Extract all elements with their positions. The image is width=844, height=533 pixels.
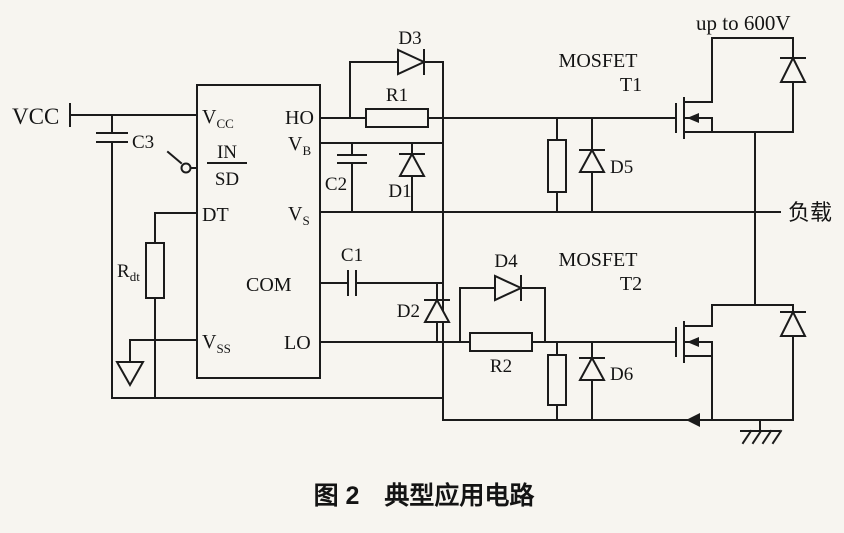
pin-label-lo: LO bbox=[284, 332, 311, 354]
freewheel-d-t1-triangle bbox=[779, 55, 807, 83]
mosfet-t1-type: MOSFET bbox=[559, 50, 638, 72]
ic-driver: VCC IN SD DT VSS HO VB VS COM LO bbox=[166, 84, 321, 379]
diode-d6-label: D6 bbox=[610, 364, 633, 385]
capacitor-c2-label: C2 bbox=[325, 174, 347, 195]
diode-d2-label: D2 bbox=[397, 301, 420, 322]
freewheel-d-t2-triangle bbox=[779, 309, 807, 337]
hv-bus: up to 600V bbox=[696, 11, 794, 39]
diode-d5-triangle bbox=[578, 147, 606, 173]
diode-d1-label: D1 bbox=[388, 181, 411, 202]
diode-d5-label: D5 bbox=[610, 157, 633, 178]
vb-path: C2 D1 bbox=[319, 142, 444, 213]
diode-d1-triangle bbox=[398, 151, 426, 177]
freewheel-diode-t1 bbox=[779, 37, 807, 133]
resistor-r2-label: R2 bbox=[490, 356, 512, 377]
pin-label-vs: VS bbox=[288, 203, 310, 228]
resistor-rdt-label: Rdt bbox=[117, 261, 140, 284]
com-return-rails bbox=[111, 61, 794, 427]
capacitor-c3: C3 bbox=[96, 114, 154, 399]
t2-body-arrow bbox=[687, 337, 699, 347]
power-input: VCC bbox=[12, 103, 198, 129]
resistor-rdt: Rdt bbox=[117, 212, 198, 399]
pin-label-ho: HO bbox=[285, 107, 314, 129]
ic-body bbox=[196, 84, 321, 379]
mosfet-t2-type: MOSFET bbox=[559, 249, 638, 271]
vss-ground bbox=[115, 339, 198, 388]
resistor-r2-body bbox=[469, 332, 533, 352]
t1-body-arrow bbox=[687, 113, 699, 123]
diode-d4-triangle bbox=[494, 274, 524, 302]
rdt-body bbox=[145, 242, 165, 299]
load-label: 负载 bbox=[788, 200, 832, 225]
mosfet-t1: MOSFET T1 bbox=[559, 37, 794, 213]
hv-bus-label: up to 600V bbox=[696, 11, 791, 35]
diode-d2-triangle bbox=[423, 297, 451, 323]
diode-d3-triangle bbox=[397, 48, 427, 76]
com-path: C1 bbox=[319, 245, 444, 296]
diode-d6-triangle bbox=[578, 355, 606, 381]
input-lever bbox=[166, 150, 183, 165]
gate-resistor-top bbox=[547, 139, 567, 193]
gate-resistor-bottom bbox=[547, 354, 567, 406]
gate-network-t2: D6 bbox=[547, 341, 633, 421]
pin-label-vb: VB bbox=[288, 133, 311, 158]
vcc-supply-label: VCC bbox=[12, 104, 59, 129]
earth-ground bbox=[740, 419, 783, 445]
resistor-r1-label: R1 bbox=[386, 85, 408, 106]
pin-label-sd: SD bbox=[215, 169, 239, 190]
mosfet-t2-name: T2 bbox=[620, 273, 642, 295]
diode-d3-label: D3 bbox=[398, 28, 421, 49]
pin-label-com: COM bbox=[246, 274, 292, 296]
freewheel-diode-t2 bbox=[779, 304, 807, 421]
vs-path: 负载 bbox=[319, 200, 832, 225]
pin-label-dt: DT bbox=[202, 204, 229, 226]
capacitor-c1-label: C1 bbox=[341, 245, 363, 266]
figure-caption: 图 2 典型应用电路 bbox=[314, 481, 536, 510]
pin-label-vcc: VCC bbox=[202, 106, 234, 131]
ho-path: R1 D3 bbox=[319, 28, 677, 128]
mosfet-t2: MOSFET T2 bbox=[559, 211, 794, 421]
signal-ground-symbol bbox=[115, 361, 145, 388]
mosfet-t1-name: T1 bbox=[620, 74, 642, 96]
current-arrow-left bbox=[686, 413, 700, 427]
input-terminal-circle bbox=[180, 162, 192, 174]
diode-d4-label: D4 bbox=[494, 251, 518, 272]
resistor-r1-body bbox=[365, 108, 429, 128]
capacitor-c3-label: C3 bbox=[132, 132, 154, 153]
gate-network-t1: D5 bbox=[547, 117, 633, 213]
pin-label-in: IN bbox=[217, 142, 237, 163]
pin-label-vss: VSS bbox=[202, 331, 231, 356]
